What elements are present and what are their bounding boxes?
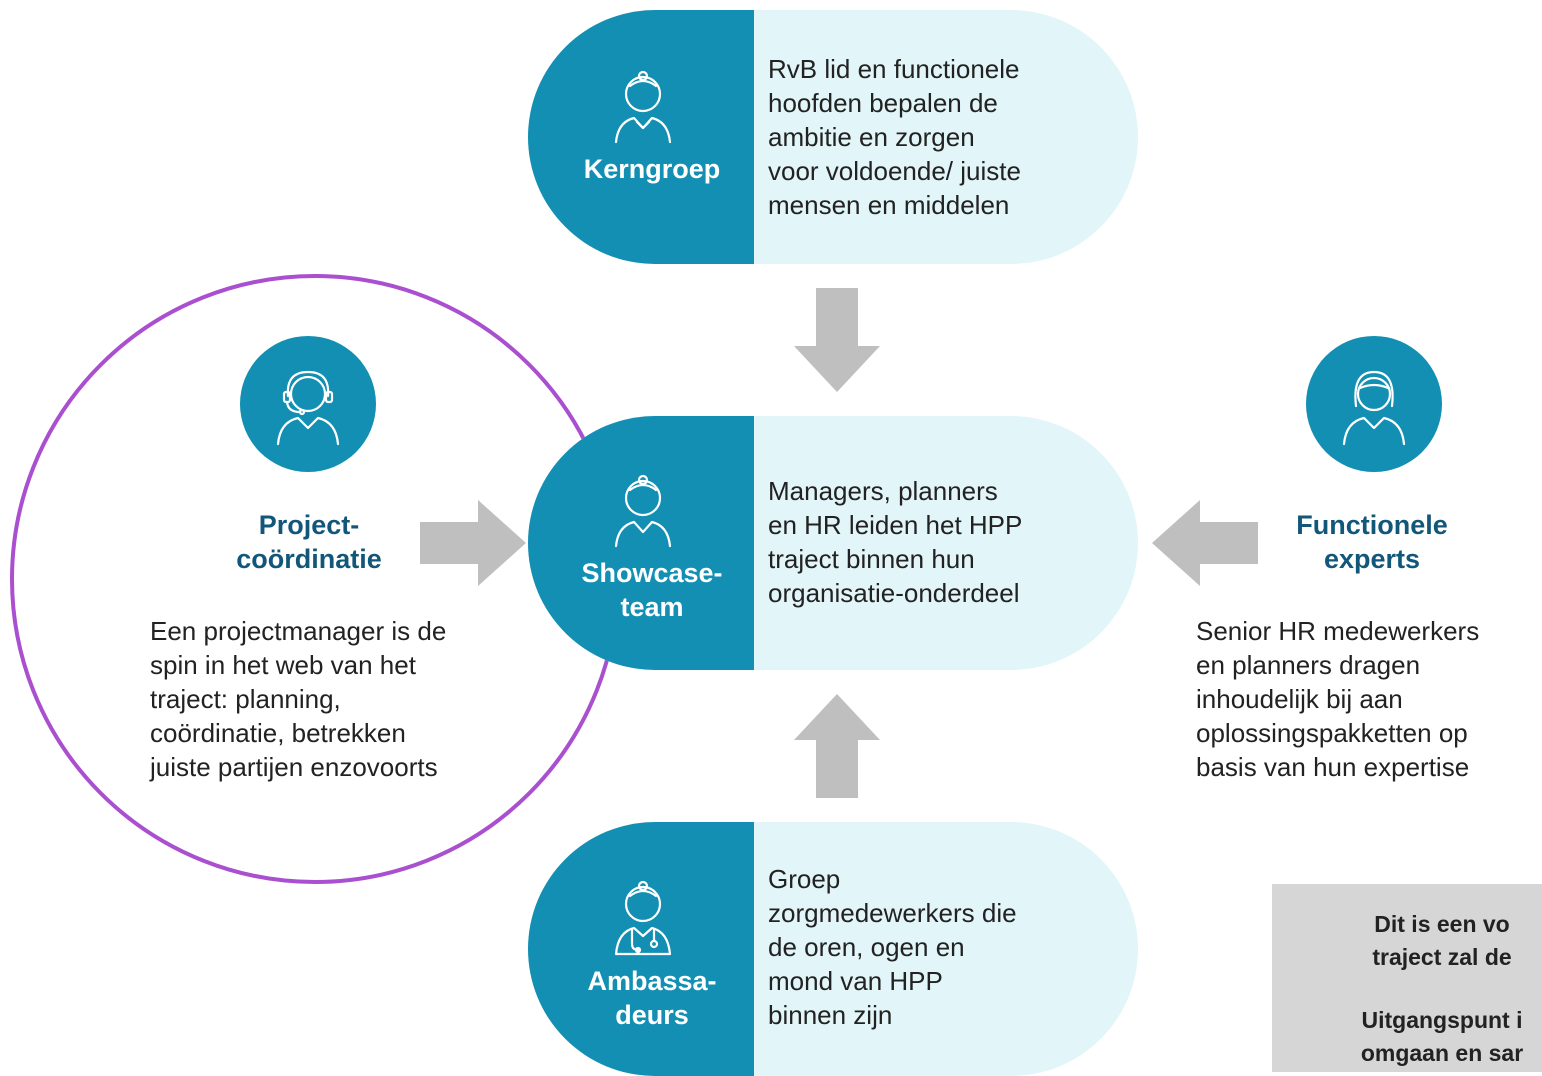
person-icon — [614, 70, 672, 144]
project-coordination-description: Een projectmanager is de spin in het web… — [150, 616, 447, 782]
kerngroep-description: RvB lid en functionele hoofden bepalen d… — [768, 54, 1021, 220]
note-line-1: Dit is een vo traject zal de — [1372, 911, 1512, 970]
arrow-down-to-showcase — [794, 288, 880, 392]
arrow-right-to-showcase — [420, 500, 526, 586]
arrow-up-to-showcase — [794, 694, 880, 798]
showcase-title: Showcase- team — [581, 558, 723, 622]
ambassadeurs-icon-panel: Ambassa- deurs — [528, 822, 754, 1076]
project-coordination-title: Project- coördinatie — [236, 510, 382, 574]
functional-experts-icon-circle — [1306, 336, 1442, 472]
arrow-left-to-showcase — [1152, 500, 1258, 586]
kerngroep-icon-panel: Kerngroep — [528, 10, 754, 264]
note-line-2: Uitgangspunt i omgaan en sar — [1360, 1007, 1524, 1066]
ambassadeurs-description: Groep zorgmedewerkers die de oren, ogen … — [768, 864, 1017, 1030]
kerngroep-card: Kerngroep RvB lid en functionele hoofden… — [528, 10, 1138, 264]
kerngroep-title: Kerngroep — [583, 154, 721, 184]
ambassadeurs-title: Ambassa- deurs — [587, 966, 717, 1030]
project-coordination-icon-circle — [240, 336, 376, 472]
nurse-icon — [614, 880, 672, 956]
showcase-description: Managers, planners en HR leiden het HPP … — [768, 476, 1023, 608]
headset-person-icon — [276, 370, 340, 446]
functional-experts-title: Functionele experts — [1296, 510, 1448, 574]
showcase-team-card: Showcase- team Managers, planners en HR … — [528, 416, 1138, 670]
person-icon — [1342, 370, 1406, 446]
ambassadeurs-card: Ambassa- deurs Groep zorgmedewerkers die… — [528, 822, 1138, 1076]
functional-experts-description: Senior HR medewerkers en planners dragen… — [1196, 616, 1480, 782]
showcase-icon-panel: Showcase- team — [528, 416, 754, 670]
person-icon — [614, 474, 672, 548]
note-box: Dit is een vo traject zal de Uitgangspun… — [1272, 884, 1542, 1072]
